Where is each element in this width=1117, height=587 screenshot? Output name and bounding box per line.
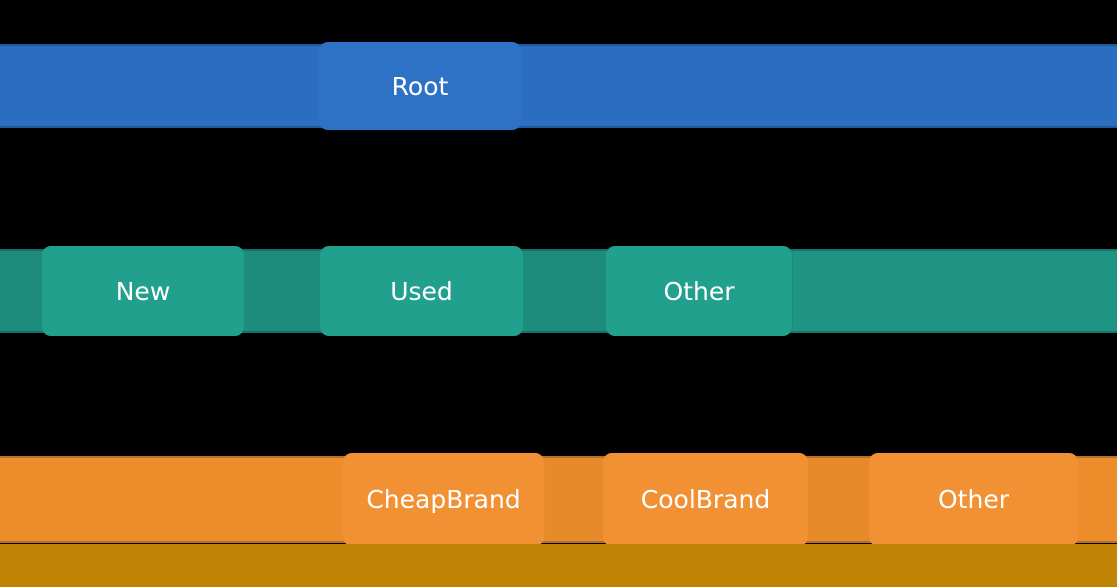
node-other-level1[interactable]: Other [606,246,792,336]
node-new[interactable]: New [42,246,244,336]
node-root-label: Root [391,71,449,101]
node-cheapbrand[interactable]: CheapBrand [343,453,544,546]
clipped-level-3-bar [0,544,1117,587]
level-0-bar [0,44,1117,128]
node-root[interactable]: Root [319,42,521,130]
node-new-label: New [115,276,171,306]
node-used[interactable]: Used [320,246,523,336]
level-1-bar-right [793,249,1117,333]
node-other-level2-label: Other [938,485,1009,514]
node-other-level1-label: Other [663,276,735,306]
node-used-label: Used [390,276,453,306]
node-cheapbrand-label: CheapBrand [366,485,521,514]
node-other-level2[interactable]: Other [869,453,1078,546]
node-coolbrand[interactable]: CoolBrand [603,453,808,546]
node-coolbrand-label: CoolBrand [640,485,771,514]
